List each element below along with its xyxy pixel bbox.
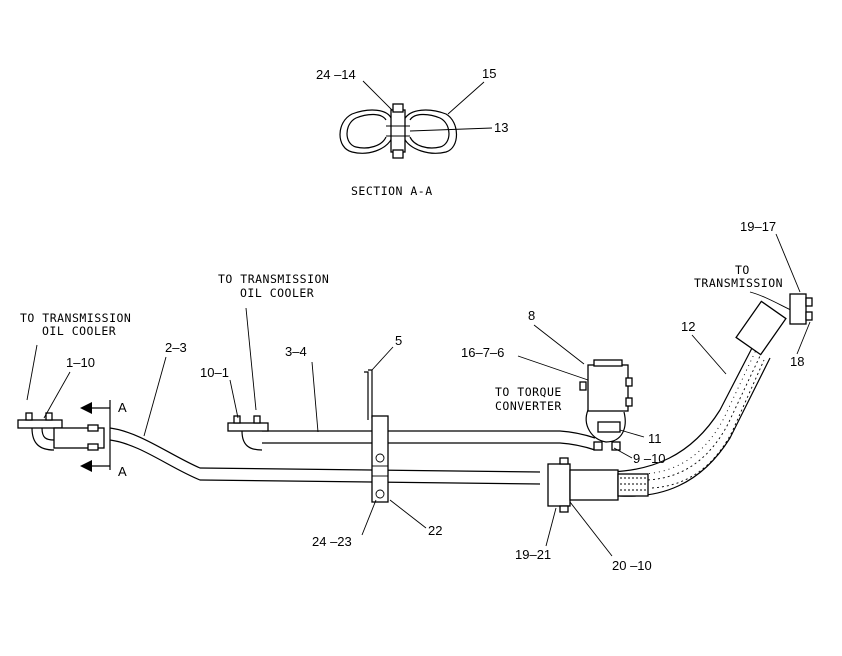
note-to-transmission-oil-cooler-mid-line1: TO TRANSMISSION (218, 272, 329, 286)
callout-10-1: 10–1 (200, 365, 229, 380)
leader-oil-cooler-left (26, 344, 38, 401)
leader-1-10 (43, 371, 71, 419)
leader-11 (619, 429, 645, 438)
section-title: SECTION A-A (351, 184, 433, 198)
leader-3-4 (311, 361, 319, 433)
torque-converter-fitting (579, 359, 633, 451)
clamp-22 (371, 415, 389, 503)
section-cut-arrows (80, 400, 111, 472)
note-to-torque-converter-line1: TO TORQUE (495, 385, 562, 399)
leader-20-10 (569, 501, 613, 557)
leader-10-1 (229, 379, 239, 419)
callout-19-21: 19–21 (515, 547, 551, 562)
leader-12 (691, 334, 727, 375)
leader-19-21 (545, 507, 557, 547)
callout-24-23: 24 –23 (312, 534, 352, 549)
leader-5 (371, 346, 394, 371)
callout-9-10: 9 –10 (633, 451, 666, 466)
callout-15: 15 (482, 66, 496, 81)
tube-3-4 (262, 430, 596, 451)
callout-24-14: 24 –14 (316, 67, 356, 82)
callout-11: 11 (648, 431, 662, 446)
leader-oil-cooler-mid (245, 307, 257, 411)
elbow-fitting-middle (227, 415, 269, 451)
leader-8 (533, 324, 585, 365)
note-to-transmission-oil-cooler-mid-line2: OIL COOLER (240, 286, 314, 300)
leader-24-23 (361, 499, 377, 536)
hose-end-right (735, 293, 813, 356)
note-to-transmission-line2: TRANSMISSION (694, 276, 783, 290)
callout-5: 5 (395, 333, 402, 348)
hose-coupling-19-21 (547, 457, 649, 513)
leader-18 (796, 321, 811, 355)
section-marker-upper: A (118, 400, 127, 415)
callout-1-10: 1–10 (66, 355, 95, 370)
callout-3-4: 3–4 (285, 344, 307, 359)
leader-22 (389, 499, 427, 529)
callout-16-7-6: 16–7–6 (461, 345, 504, 360)
leader-9-10 (613, 447, 633, 459)
leader-24-14 (362, 80, 393, 111)
leader-2-3 (143, 356, 167, 437)
callout-12: 12 (681, 319, 695, 334)
section-a-a-clamp-detail (339, 103, 458, 159)
callout-8: 8 (528, 308, 535, 323)
leader-16-7-6 (517, 355, 589, 381)
callout-18: 18 (790, 354, 804, 369)
note-to-torque-converter-line2: CONVERTER (495, 399, 562, 413)
callout-19-17: 19–17 (740, 219, 776, 234)
leader-19-17 (775, 233, 801, 293)
note-to-transmission-line1: TO (735, 263, 750, 277)
leader-13 (409, 127, 493, 132)
callout-13: 13 (494, 120, 508, 135)
tube-2-3 (109, 427, 541, 485)
callout-22: 22 (428, 523, 442, 538)
leader-15 (447, 81, 485, 115)
note-to-transmission-oil-cooler-left-line2: OIL COOLER (42, 324, 116, 338)
callout-2-3: 2–3 (165, 340, 187, 355)
elbow-fitting-left (17, 412, 105, 451)
callout-20-10: 20 –10 (612, 558, 652, 573)
section-marker-lower: A (118, 464, 127, 479)
note-to-transmission-oil-cooler-left-line1: TO TRANSMISSION (20, 311, 131, 325)
